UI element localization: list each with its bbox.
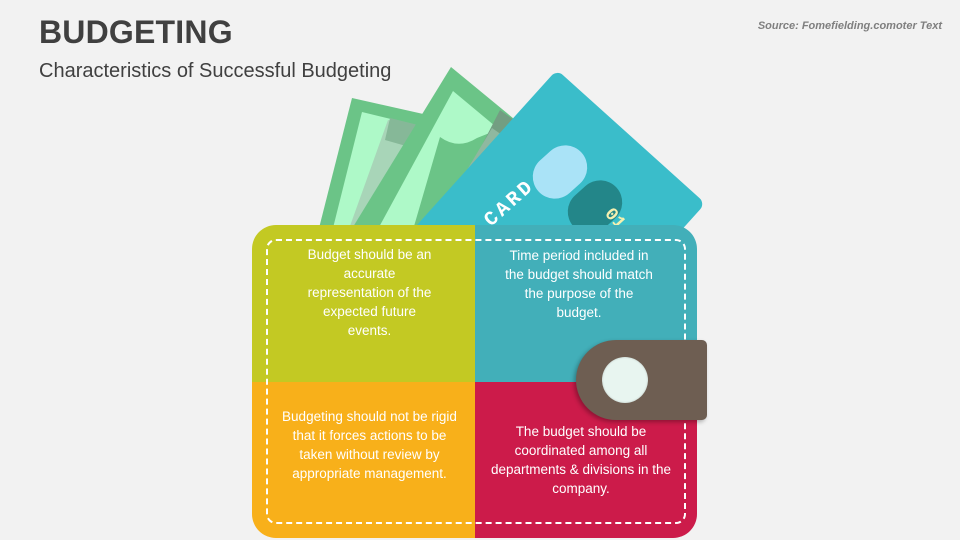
quadrant-text-accuracy: Budget should be an accurate representat… [307,247,432,338]
quadrant-top-left: Budget should be an accurate representat… [252,225,475,382]
slide-title: BUDGETING [39,14,233,50]
clasp-button-icon [602,357,648,403]
quadrant-text-coordination: The budget should be coordinated among a… [490,424,672,496]
wallet-clasp-icon [576,340,707,420]
quadrant-bottom-left: Budgeting should not be rigid that it fo… [252,382,475,538]
quadrant-text-time-period: Time period included in the budget shoul… [505,247,653,320]
slide-subtitle: Characteristics of Successful Budgeting [39,60,392,82]
quadrant-text-flexibility: Budgeting should not be rigid that it fo… [282,409,457,481]
source-note: Source: Fomefielding.comoter Text [757,20,942,32]
